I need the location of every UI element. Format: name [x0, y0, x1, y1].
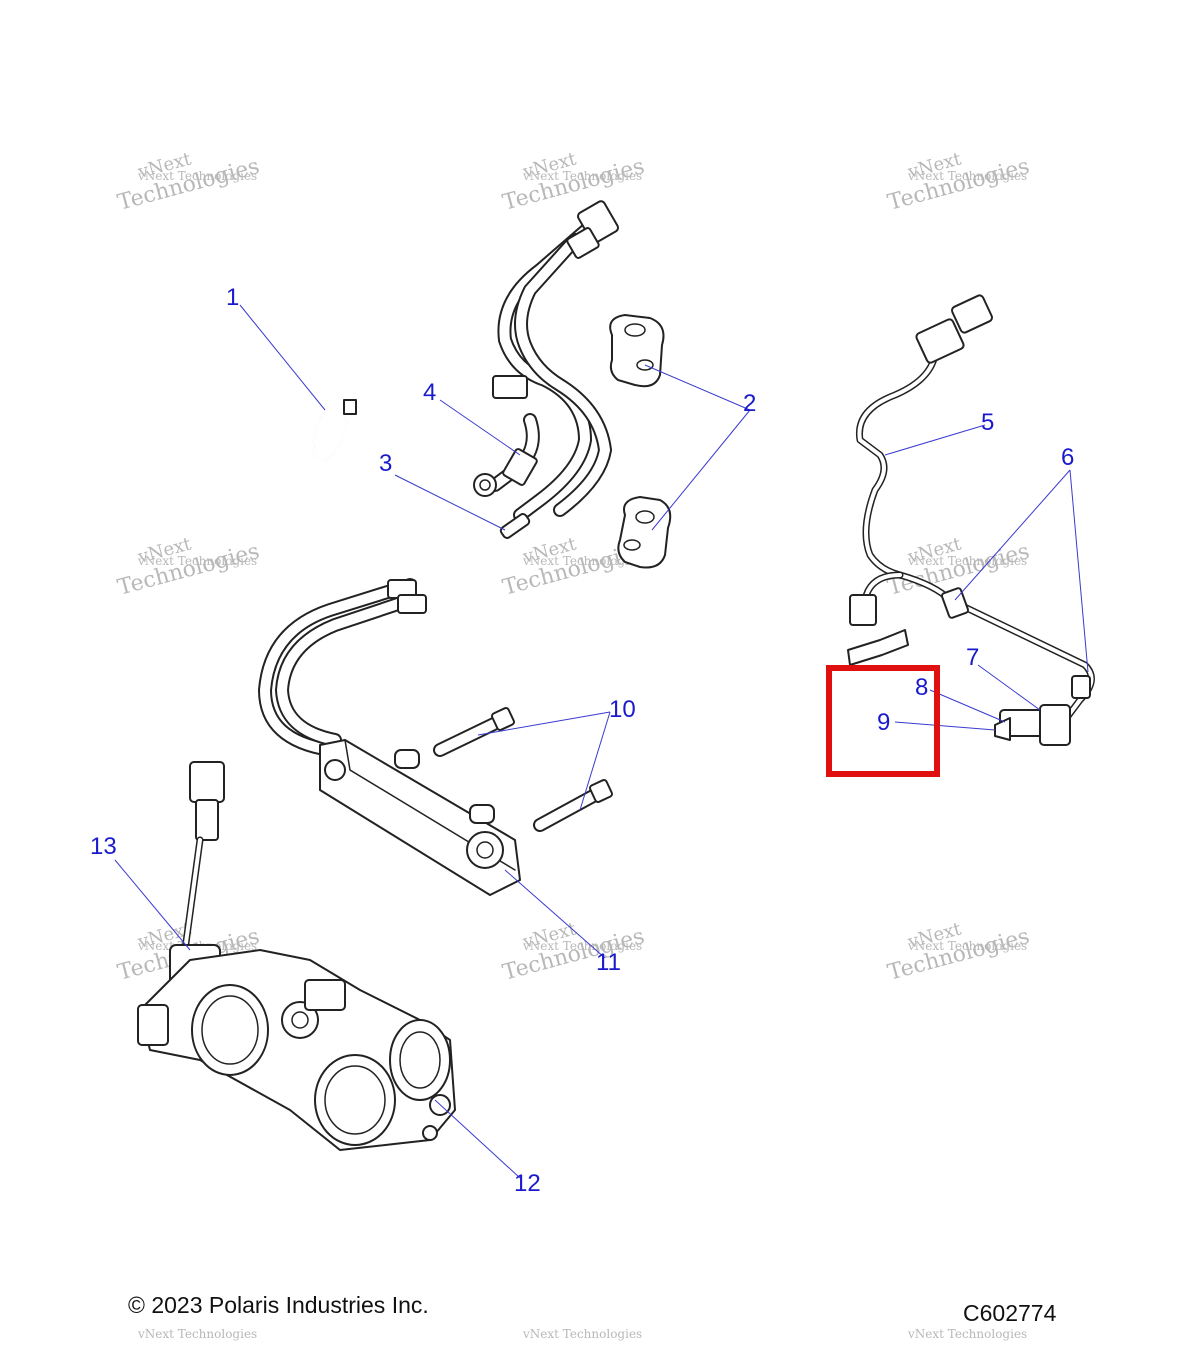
callout-2[interactable]: 2: [743, 390, 756, 417]
part-sensor[interactable]: [169, 761, 225, 986]
svg-text:vNext Technologies: vNext Technologies: [907, 1327, 1027, 1341]
callout-1[interactable]: 1: [226, 284, 239, 311]
callout-9[interactable]: 9: [877, 709, 890, 736]
svg-text:vNext Technologies: vNext Technologies: [907, 169, 1027, 183]
svg-text:vNext Technologies: vNext Technologies: [522, 1327, 642, 1341]
svg-text:vNext Technologies: vNext Technologies: [137, 169, 257, 183]
drawing-number: C602774: [963, 1300, 1057, 1326]
part-fuel-rail[interactable]: [258, 578, 521, 896]
part-bolts[interactable]: [433, 707, 613, 832]
callout-7[interactable]: 7: [966, 644, 979, 671]
callout-11[interactable]: 11: [596, 949, 621, 976]
svg-text:vNext Technologies: vNext Technologies: [522, 169, 642, 183]
callout-8[interactable]: 8: [915, 674, 928, 701]
leader-lines: [114, 304, 1089, 1179]
callout-4[interactable]: 4: [423, 379, 436, 406]
svg-text:vNext Technologies: vNext Technologies: [522, 554, 642, 568]
callout-labels: 1 2 3 4 5 6 7 8 9 10 11 12 13: [90, 284, 1074, 1197]
copyright-text: © 2023 Polaris Industries Inc.: [128, 1292, 429, 1318]
callout-6[interactable]: 6: [1061, 444, 1074, 471]
svg-text:vNext Technologies: vNext Technologies: [907, 554, 1027, 568]
part-throttle-body[interactable]: [137, 949, 456, 1151]
part-fuel-hose-upper[interactable]: [473, 200, 620, 540]
callout-5[interactable]: 5: [981, 409, 994, 436]
callout-10[interactable]: 10: [609, 696, 636, 723]
part-injector-harness[interactable]: [847, 294, 1095, 746]
svg-text:vNext Technologies: vNext Technologies: [522, 939, 642, 953]
part-cable-tie[interactable]: [307, 399, 357, 465]
highlight-box: [826, 665, 940, 777]
svg-text:vNext Technologies: vNext Technologies: [137, 1327, 257, 1341]
svg-text:vNext Technologies: vNext Technologies: [907, 939, 1027, 953]
callout-12[interactable]: 12: [514, 1170, 541, 1197]
callout-3[interactable]: 3: [379, 450, 392, 477]
svg-text:vNext Technologies: vNext Technologies: [137, 554, 257, 568]
part-grommets[interactable]: [609, 314, 672, 569]
watermarks: Technologies vNext vNext Technologies Te…: [115, 148, 1032, 1341]
callout-13[interactable]: 13: [90, 833, 117, 860]
